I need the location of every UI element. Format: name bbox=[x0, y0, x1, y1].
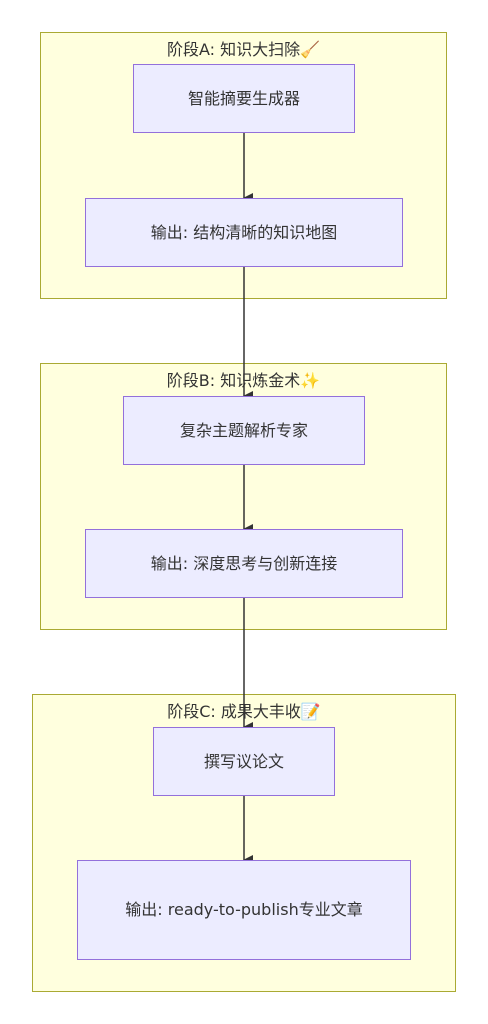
node-knowledge-map-output-label: 输出: 结构清晰的知识地图 bbox=[150, 222, 338, 242]
node-knowledge-map-output: 输出: 结构清晰的知识地图 bbox=[85, 198, 403, 267]
node-summary-generator-label: 智能摘要生成器 bbox=[187, 88, 300, 108]
node-write-essay-label: 撰写议论文 bbox=[203, 751, 284, 771]
node-write-essay: 撰写议论文 bbox=[153, 727, 335, 796]
node-publish-output: 输出: ready-to-publish专业文章 bbox=[77, 860, 411, 960]
node-summary-generator: 智能摘要生成器 bbox=[133, 64, 355, 133]
node-deep-thinking-output-label: 输出: 深度思考与创新连接 bbox=[150, 553, 338, 573]
stage-c-title: 阶段C: 成果大丰收📝 bbox=[167, 702, 321, 721]
node-publish-output-label: 输出: ready-to-publish专业文章 bbox=[125, 900, 363, 919]
node-topic-analysis-expert: 复杂主题解析专家 bbox=[123, 396, 365, 465]
stage-b-title: 阶段B: 知识炼金术✨ bbox=[166, 371, 321, 390]
node-deep-thinking-output: 输出: 深度思考与创新连接 bbox=[85, 529, 403, 598]
stage-a-title: 阶段A: 知识大扫除🧹 bbox=[166, 40, 321, 59]
node-topic-analysis-expert-label: 复杂主题解析专家 bbox=[179, 420, 308, 440]
